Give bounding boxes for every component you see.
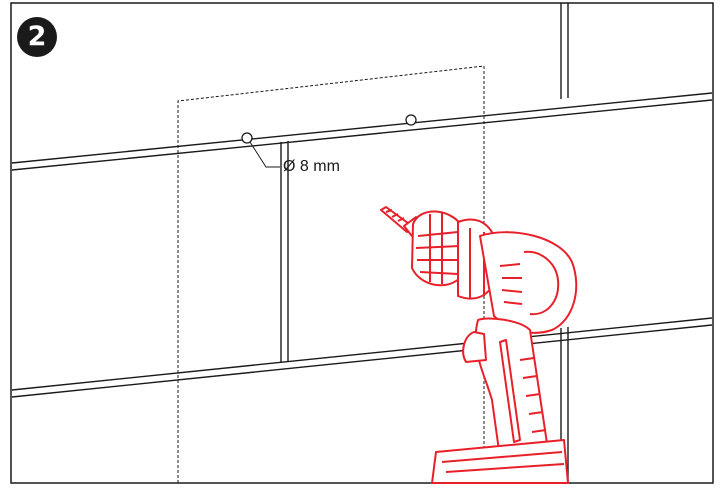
grout-lower-b (11, 324, 713, 398)
frame (10, 2, 714, 484)
drill-hole-right (405, 114, 417, 126)
hole-diameter-label: Ø 8 mm (283, 158, 340, 175)
step-number-badge: 2 (17, 17, 57, 57)
grout-lines (11, 3, 713, 483)
grout-upper-a (11, 92, 713, 164)
grout-lower-a (11, 317, 713, 391)
dimension-leader-line (249, 141, 280, 168)
drill-holes (241, 114, 417, 144)
grout-upper-b (11, 99, 713, 171)
drill-hole-left (241, 132, 253, 144)
drill-trigger (462, 331, 487, 363)
mounting-template-outline (177, 65, 485, 483)
drill-battery (431, 439, 569, 484)
cordless-drill-icon (380, 206, 578, 484)
